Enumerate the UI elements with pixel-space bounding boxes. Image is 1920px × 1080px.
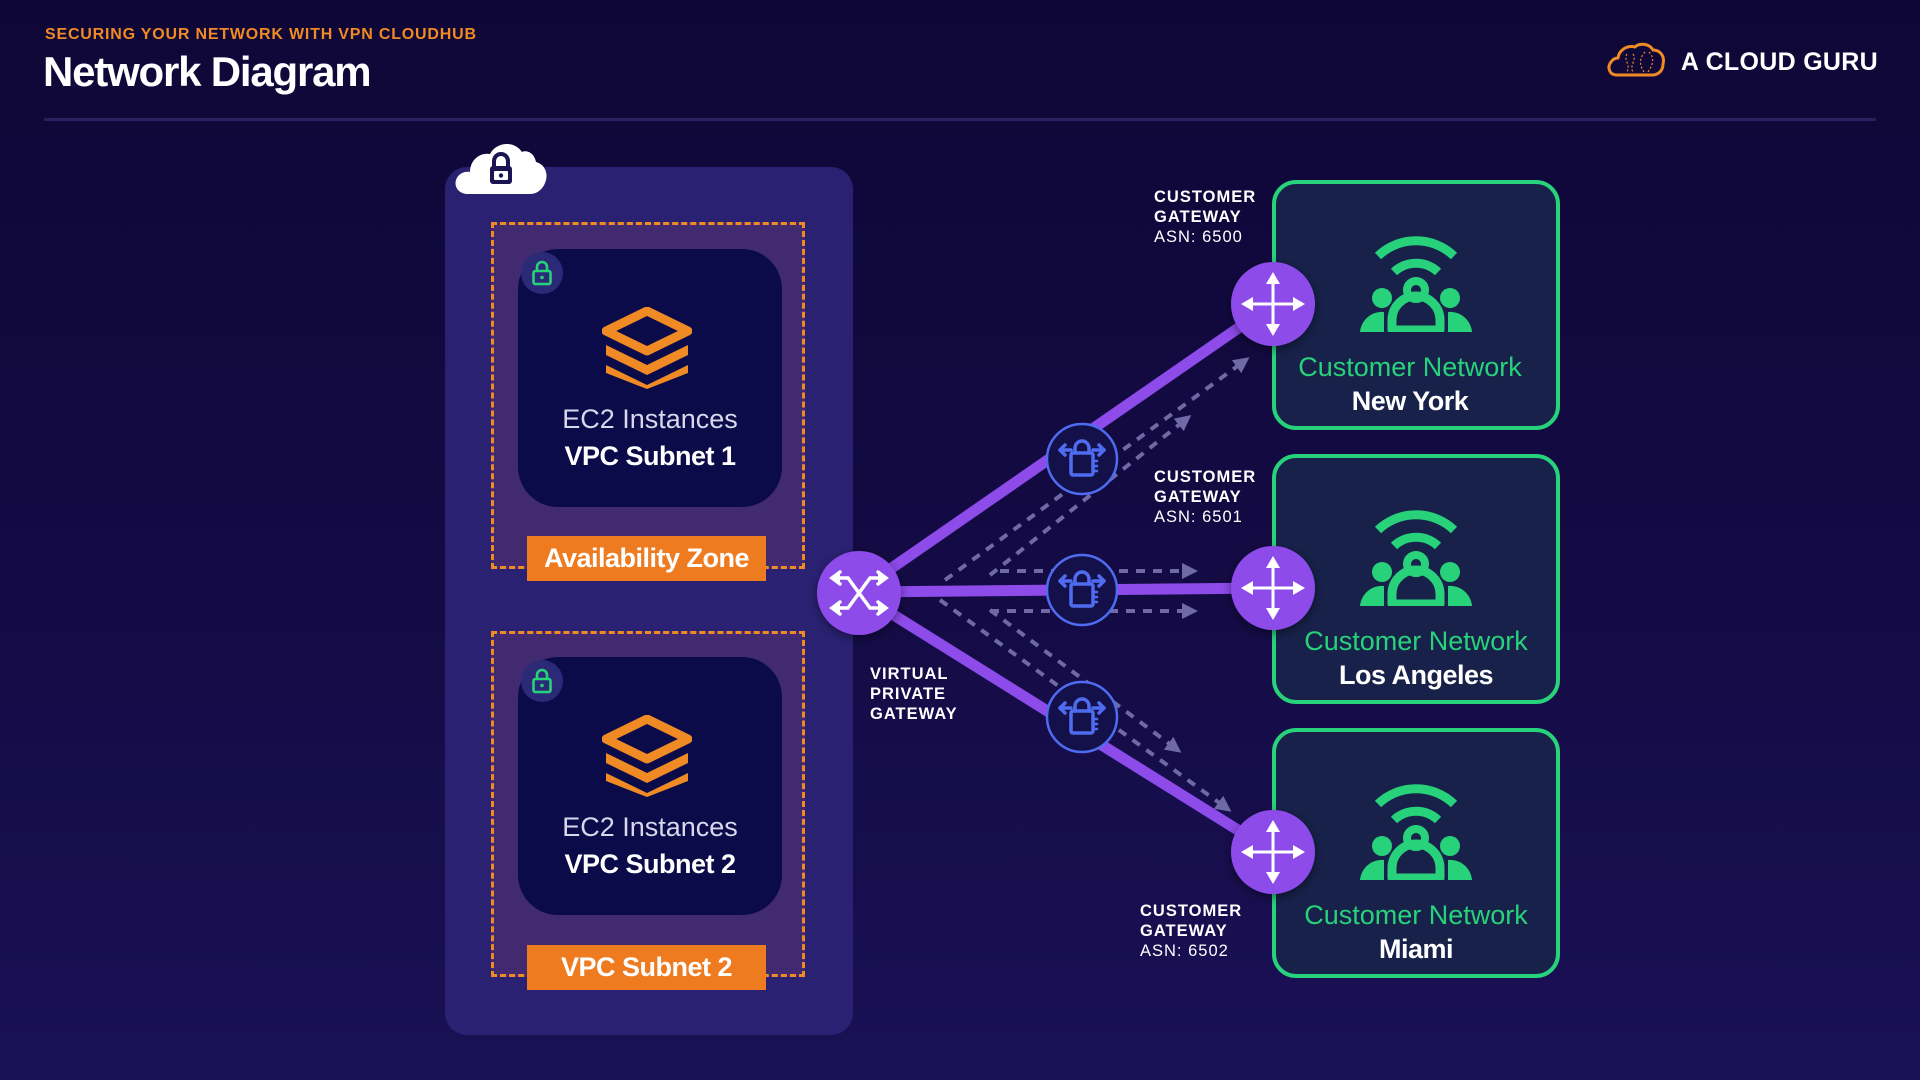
customer-network-card[interactable]: Customer Network New York xyxy=(1272,180,1560,430)
network-type-label: Customer Network xyxy=(1304,900,1528,930)
flow-line-mia-a xyxy=(988,608,1182,753)
customer-network-card[interactable]: Customer Network Los Angeles xyxy=(1272,454,1560,704)
availability-zone-label: Availability Zone xyxy=(527,536,766,581)
vpn-lock-icon xyxy=(1058,439,1106,477)
customer-network-card[interactable]: Customer Network Miami xyxy=(1272,728,1560,978)
slide-eyebrow: SECURING YOUR NETWORK WITH VPN CLOUDHUB xyxy=(45,26,477,43)
vpn-lock-icon xyxy=(1058,570,1106,608)
page-title: Network Diagram xyxy=(43,48,372,95)
network-type-label: Customer Network xyxy=(1304,626,1528,656)
virtual-private-gateway-label: VIRTUAL PRIVATE GATEWAY xyxy=(870,665,958,723)
stack-layers-icon xyxy=(601,714,693,802)
vpn-connection-node[interactable] xyxy=(1045,422,1119,496)
wifi-users-icon xyxy=(1356,228,1476,337)
flow-line-ny-b xyxy=(988,415,1192,577)
subnet-label: VPC Subnet 2 xyxy=(527,945,766,990)
lock-icon xyxy=(521,252,563,294)
brand-name: A CLOUD GURU xyxy=(1680,48,1878,76)
customer-gateway-label: CUSTOMER GATEWAY ASN: 6500 xyxy=(1154,188,1257,246)
flow-line-ny-a xyxy=(943,357,1250,582)
ec2-instances-card[interactable]: EC2 Instances VPC Subnet 2 xyxy=(518,657,782,915)
customer-gateway-label: CUSTOMER GATEWAY ASN: 6502 xyxy=(1140,902,1243,960)
brand-logo: A CLOUD GURU xyxy=(1605,40,1878,85)
cloud-logo-icon xyxy=(1605,40,1667,85)
vpn-connection-node[interactable] xyxy=(1045,680,1119,754)
customer-gateway-label: CUSTOMER GATEWAY ASN: 6501 xyxy=(1154,468,1257,526)
wifi-users-icon xyxy=(1356,502,1476,611)
service-name: EC2 Instances xyxy=(562,812,738,842)
network-type-label: Customer Network xyxy=(1298,352,1522,382)
network-city-label: Miami xyxy=(1378,934,1454,964)
header-divider xyxy=(44,118,1876,121)
ec2-instances-card[interactable]: EC2 Instances VPC Subnet 1 xyxy=(518,249,782,507)
stack-layers-icon xyxy=(601,306,693,394)
network-city-label: New York xyxy=(1351,386,1469,416)
wifi-users-icon xyxy=(1356,776,1476,885)
vpn-connection-node[interactable] xyxy=(1045,553,1119,627)
subnet-name: VPC Subnet 1 xyxy=(564,441,736,471)
vpn-lock-icon xyxy=(1058,697,1106,735)
crossing-arrows-icon xyxy=(829,570,889,616)
lock-icon xyxy=(521,660,563,702)
network-city-label: Los Angeles xyxy=(1338,660,1494,690)
cloud-lock-icon xyxy=(452,136,550,203)
subnet-name: VPC Subnet 2 xyxy=(564,849,736,879)
service-name: EC2 Instances xyxy=(562,404,738,434)
